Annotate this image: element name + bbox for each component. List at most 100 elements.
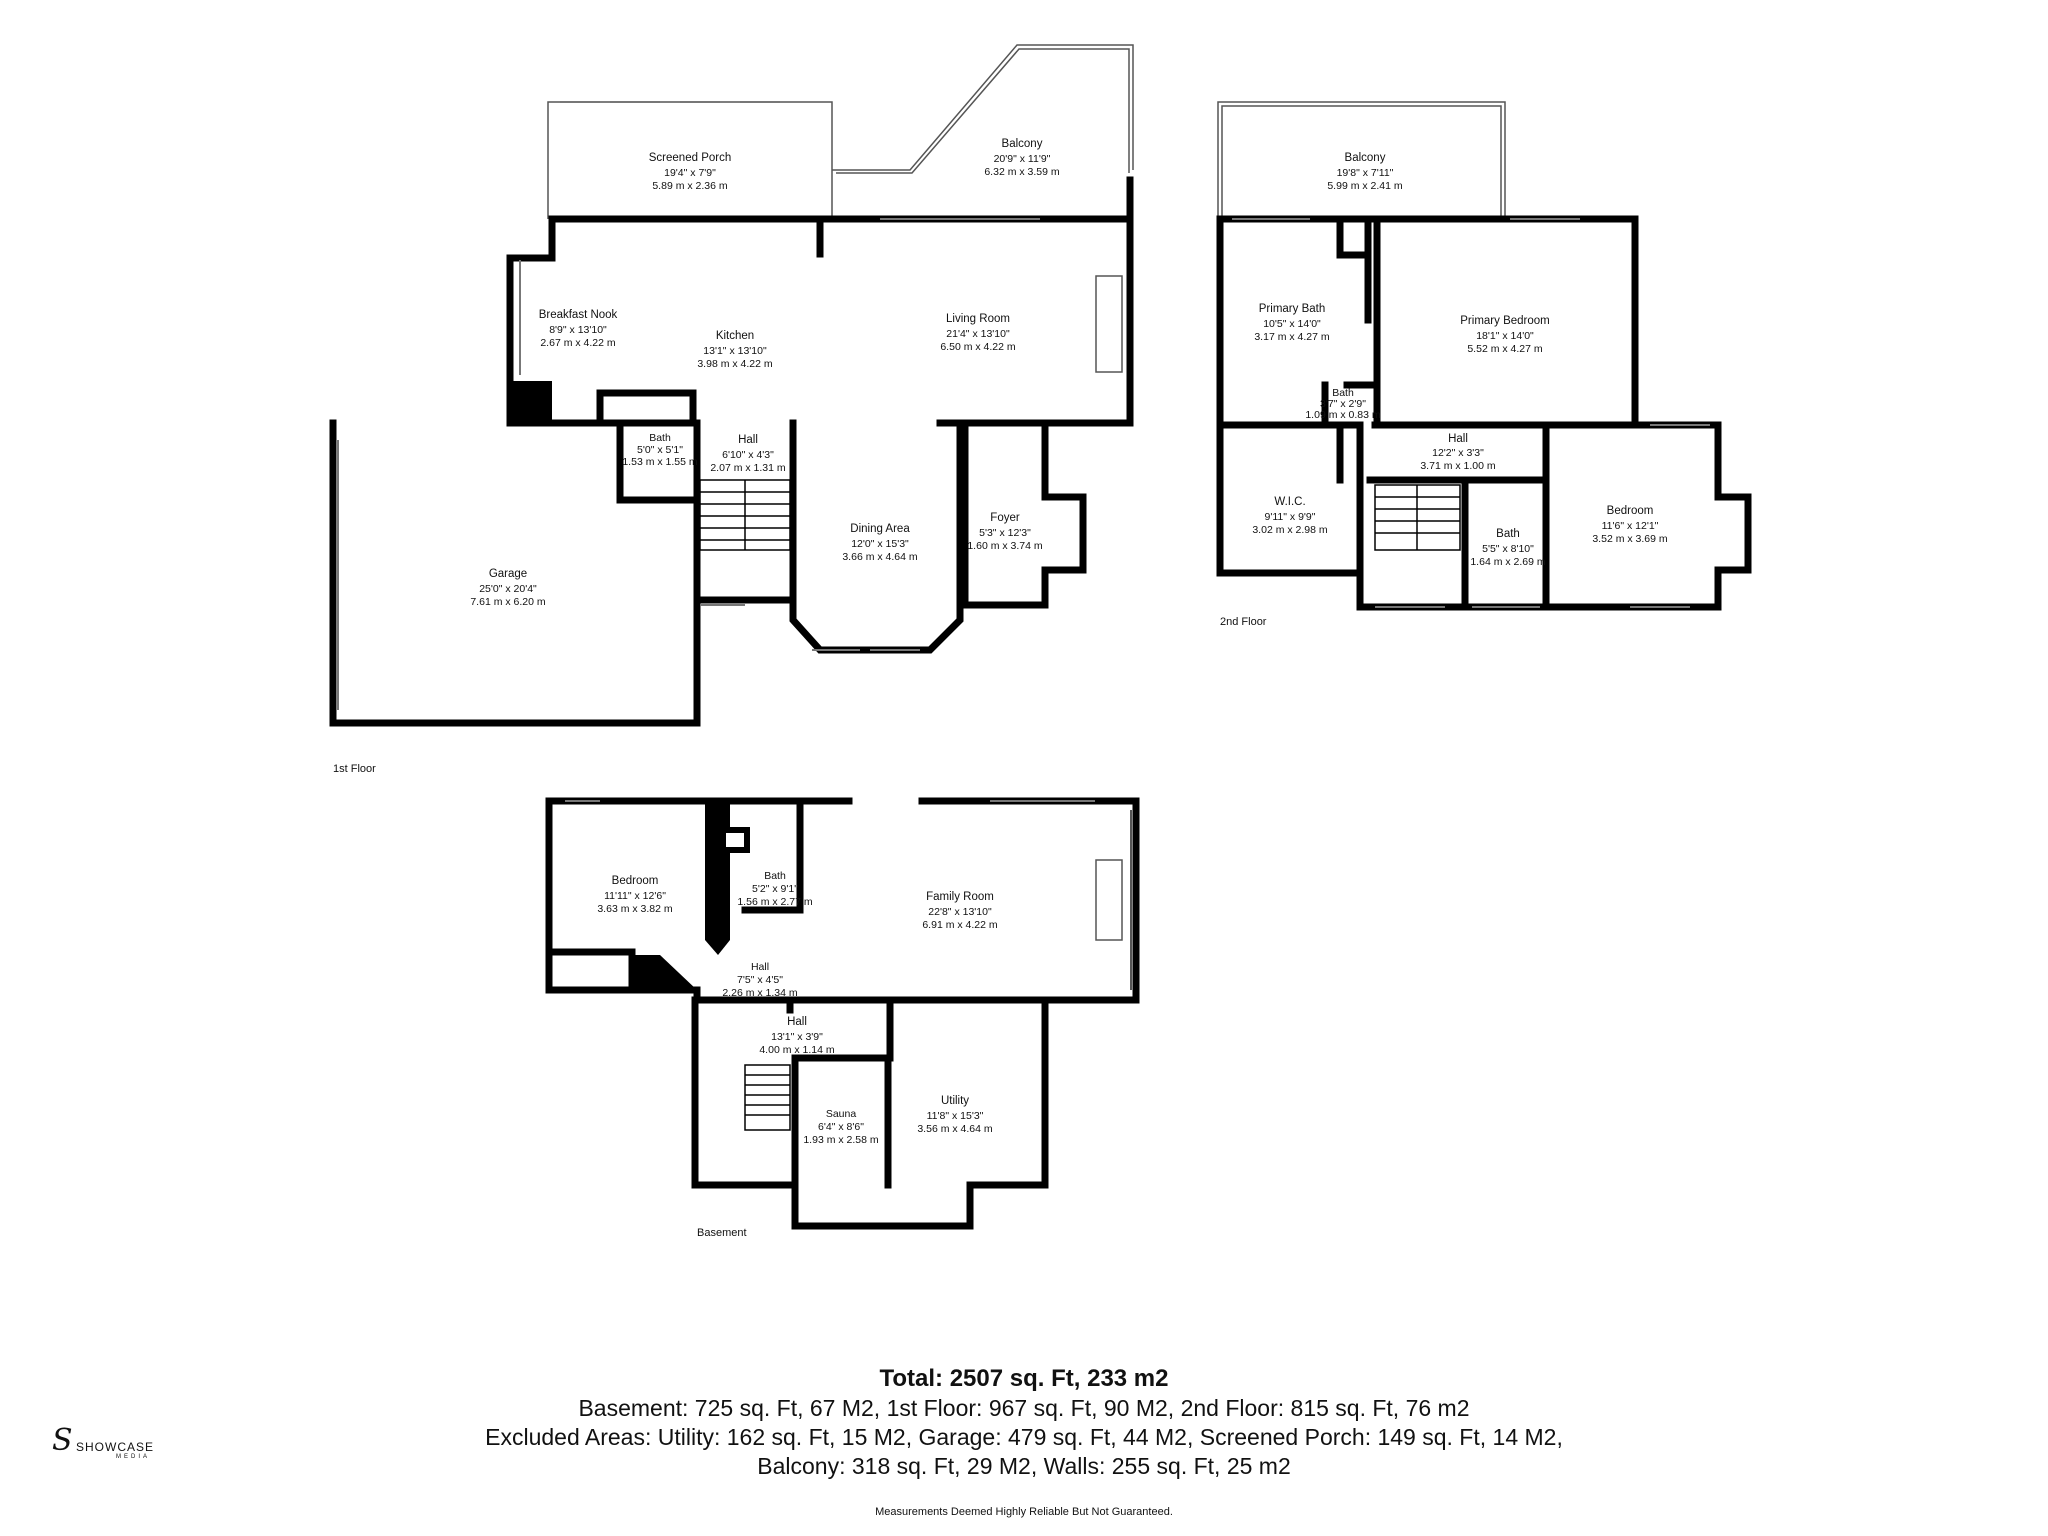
room-dims-imperial: 5'2" x 9'1" [752,883,798,895]
room-dims-imperial: 13'1" x 13'10" [703,345,767,357]
wall [1216,215,1639,429]
room-name: Dining Area [850,523,910,535]
room-dims-imperial: 21'4" x 13'10" [946,328,1010,340]
floor-label: 1st Floor [333,763,376,775]
room-dims-metric: 1.56 m x 2.77 m [737,896,813,908]
room-dims-imperial: 19'4" x 7'9" [664,167,716,179]
room-dims-imperial: 18'1" x 14'0" [1476,330,1534,342]
room-name: Bath [649,432,671,444]
room-dims-metric: 2.07 m x 1.31 m [710,462,786,474]
room-dims-imperial: 5'0" x 5'1" [637,444,683,456]
logo-mark: S [52,1423,73,1458]
room-name: Breakfast Nook [539,309,618,321]
room-dims-metric: 2.26 m x 1.34 m [722,987,798,999]
room-dims-metric: 3.02 m x 2.98 m [1252,524,1328,536]
room-dims-metric: 5.52 m x 4.27 m [1467,343,1543,355]
room-dims-imperial: 12'0" x 15'3" [851,538,909,550]
wall [691,797,1140,1230]
room-dims-metric: 7.61 m x 6.20 m [470,596,546,608]
first-floor-plan: Screened Porch 19'4" x 7'9" 5.89 m x 2.3… [329,44,1134,775]
room-dims-metric: 6.32 m x 3.59 m [984,166,1060,178]
room-dims-imperial: 12'2" x 3'3" [1432,447,1484,459]
room-dims-metric: 4.00 m x 1.14 m [759,1044,835,1056]
excluded-areas: Excluded Areas: Utility: 162 sq. Ft, 15 … [485,1424,1563,1450]
room-dims-imperial: 25'0" x 20'4" [479,583,537,595]
room-dims-metric: 3.98 m x 4.22 m [697,358,773,370]
room-name: Bedroom [1607,505,1654,517]
stairs [699,479,791,551]
room-name: Screened Porch [649,152,731,164]
balcony-rail-inner [836,48,1130,174]
wall [1336,218,1372,259]
stairs [744,1064,791,1131]
room-dims-imperial: 10'5" x 14'0" [1263,318,1321,330]
room-dims-metric: 3.52 m x 3.69 m [1592,533,1668,545]
floor-label: Basement [697,1227,747,1239]
wall-block [632,955,697,990]
room-name: Family Room [926,891,994,903]
excluded-areas-cont: Balcony: 318 sq. Ft, 29 M2, Walls: 255 s… [757,1453,1291,1479]
room-name: Hall [1448,433,1468,445]
fireplace [1095,275,1123,373]
room-name: Bath [764,870,786,882]
room-dims-imperial: 11'6" x 12'1" [1602,520,1659,532]
room-dims-imperial: 3'7" x 2'9" [1320,398,1366,410]
room-name: Primary Bedroom [1460,315,1549,327]
room-dims-metric: 3.63 m x 3.82 m [597,903,673,915]
room-dims-metric: 3.56 m x 4.64 m [917,1123,993,1135]
room-name: Sauna [826,1108,857,1120]
room-name: Foyer [990,512,1020,524]
room-name: Kitchen [716,330,754,342]
balcony-rail [1217,101,1506,219]
room-dims-imperial: 13'1" x 3'9" [771,1031,823,1043]
room-dims-imperial: 22'8" x 13'10" [928,906,992,918]
room-name: Bath [1332,387,1354,399]
room-dims-imperial: 5'3" x 12'3" [979,527,1031,539]
basement-plan: Bedroom 11'11" x 12'6" 3.63 m x 3.82 m B… [545,797,1140,1239]
room-dims-imperial: 11'8" x 15'3" [927,1110,984,1122]
room-dims-metric: 3.66 m x 4.64 m [842,551,918,563]
room-name: Balcony [1002,138,1043,150]
wall [741,797,804,914]
wall [1216,215,1752,611]
room-dims-imperial: 9'11" x 9'9" [1265,511,1316,523]
room-name: Bath [1496,528,1520,540]
room-name: Primary Bath [1259,303,1325,315]
wall [693,496,794,604]
room-name: Living Room [946,313,1010,325]
wall [596,389,697,427]
room-name: W.I.C. [1274,496,1305,508]
second-floor-plan: Balcony 19'8" x 7'11" 5.99 m x 2.41 m Pr… [1216,101,1752,628]
room-name: Utility [941,1095,969,1107]
room-dims-imperial: 19'8" x 7'11" [1337,167,1394,179]
room-dims-metric: 5.89 m x 2.36 m [652,180,728,192]
room-name: Bedroom [612,875,659,887]
foyer-wall [961,419,1087,609]
fireplace [1095,859,1123,941]
logo-word: SHOWCASE [76,1440,155,1454]
floor-label: 2nd Floor [1220,616,1267,628]
wall [545,948,636,994]
showcase-media-logo: S SHOWCASE MEDIA [52,1424,172,1464]
room-dims-metric: 1.60 m x 3.74 m [967,540,1043,552]
room-dims-imperial: 6'10" x 4'3" [722,449,774,461]
total-area: Total: 2507 sq. Ft, 233 m2 [879,1365,1169,1392]
room-name: Hall [738,434,758,446]
room-dims-imperial: 7'5" x 4'5" [737,974,783,986]
balcony-rail [832,44,1134,171]
room-dims-imperial: 5'5" x 8'10" [1482,543,1534,555]
room-dims-imperial: 6'4" x 8'6" [818,1121,864,1133]
dining-wall [789,419,964,654]
balcony-rail-inner [1221,105,1502,219]
room-name: Garage [489,568,527,580]
logo-subword: MEDIA [116,1454,151,1460]
wall [616,419,701,504]
room-name: Balcony [1345,152,1386,164]
room-dims-metric: 1.09 m x 0.83 m [1305,409,1381,421]
room-name: Hall [787,1016,807,1028]
room-dims-metric: 1.53 m x 1.55 m [622,456,698,468]
room-dims-imperial: 8'9" x 13'10" [549,324,607,336]
room-dims-metric: 3.71 m x 1.00 m [1420,460,1496,472]
room-dims-metric: 1.64 m x 2.69 m [1470,556,1546,568]
